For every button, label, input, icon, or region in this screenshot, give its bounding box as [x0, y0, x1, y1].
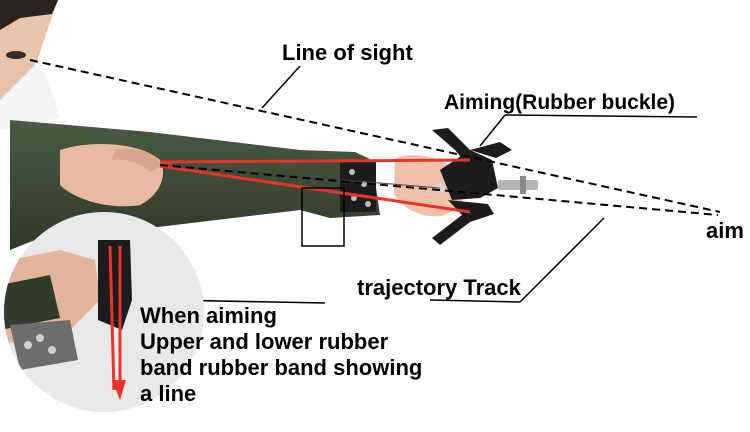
line-of-sight-label: Line of sight — [282, 40, 413, 65]
inset-note: When aiming Upper and lower rubber band … — [140, 303, 422, 407]
aim-label: aim — [706, 218, 744, 243]
note-line: a line — [140, 381, 197, 406]
wrist-brace-outline — [301, 187, 345, 247]
inset-photo — [4, 212, 204, 412]
line-of-sight — [29, 59, 721, 213]
line-of-sight-leader — [261, 65, 301, 109]
note-line: band rubber band showing — [140, 355, 423, 380]
buckle-leader-2 — [504, 114, 698, 118]
trajectory-line — [159, 164, 719, 216]
trajectory-leader-1 — [519, 217, 605, 303]
shooter-head — [0, 0, 60, 130]
slingshot-fork — [340, 128, 538, 245]
trajectory-leader-2 — [429, 299, 521, 303]
note-line: Upper and lower rubber — [140, 329, 389, 354]
trajectory-label: trajectory Track — [357, 275, 521, 300]
note-line: When aiming — [140, 303, 277, 328]
aiming-buckle-label: Aiming(Rubber buckle) — [444, 91, 676, 114]
buckle-leader-1 — [479, 114, 506, 147]
